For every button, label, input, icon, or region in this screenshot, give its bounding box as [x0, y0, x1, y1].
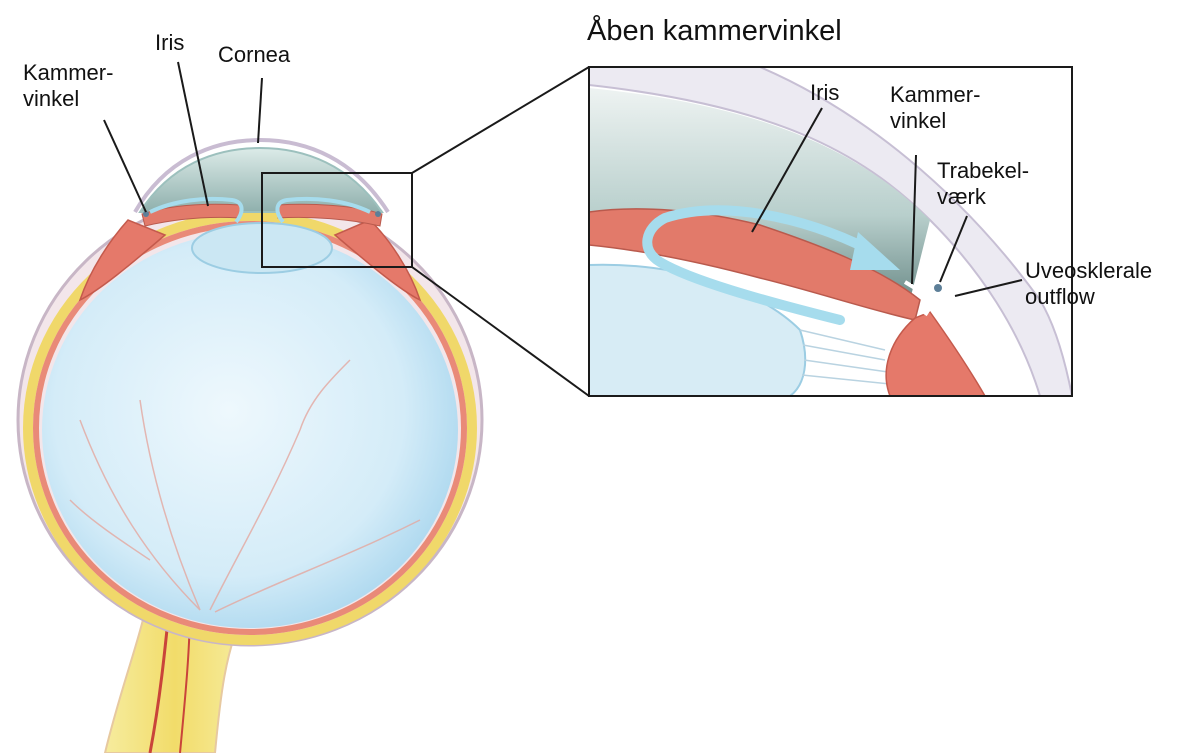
detail-label-iris: Iris	[810, 80, 839, 106]
detail-panel	[589, 67, 1072, 396]
kammervinkel-leader	[104, 120, 146, 212]
trabecular-meshwork-dot	[934, 284, 942, 292]
detail-label-kammervinkel: Kammer- vinkel	[890, 82, 980, 134]
label-kammervinkel: Kammer- vinkel	[23, 60, 113, 112]
cornea-leader	[258, 78, 262, 143]
detail-label-trabekelvaerk: Trabekel- værk	[937, 158, 1029, 210]
diagram-title: Åben kammervinkel	[587, 14, 842, 48]
label-cornea: Cornea	[218, 42, 290, 68]
label-iris: Iris	[155, 30, 184, 56]
detail-label-uveosklerale: Uveosklerale outflow	[1025, 258, 1152, 310]
zoom-connector-top	[412, 67, 589, 173]
vitreous-body	[42, 232, 458, 628]
